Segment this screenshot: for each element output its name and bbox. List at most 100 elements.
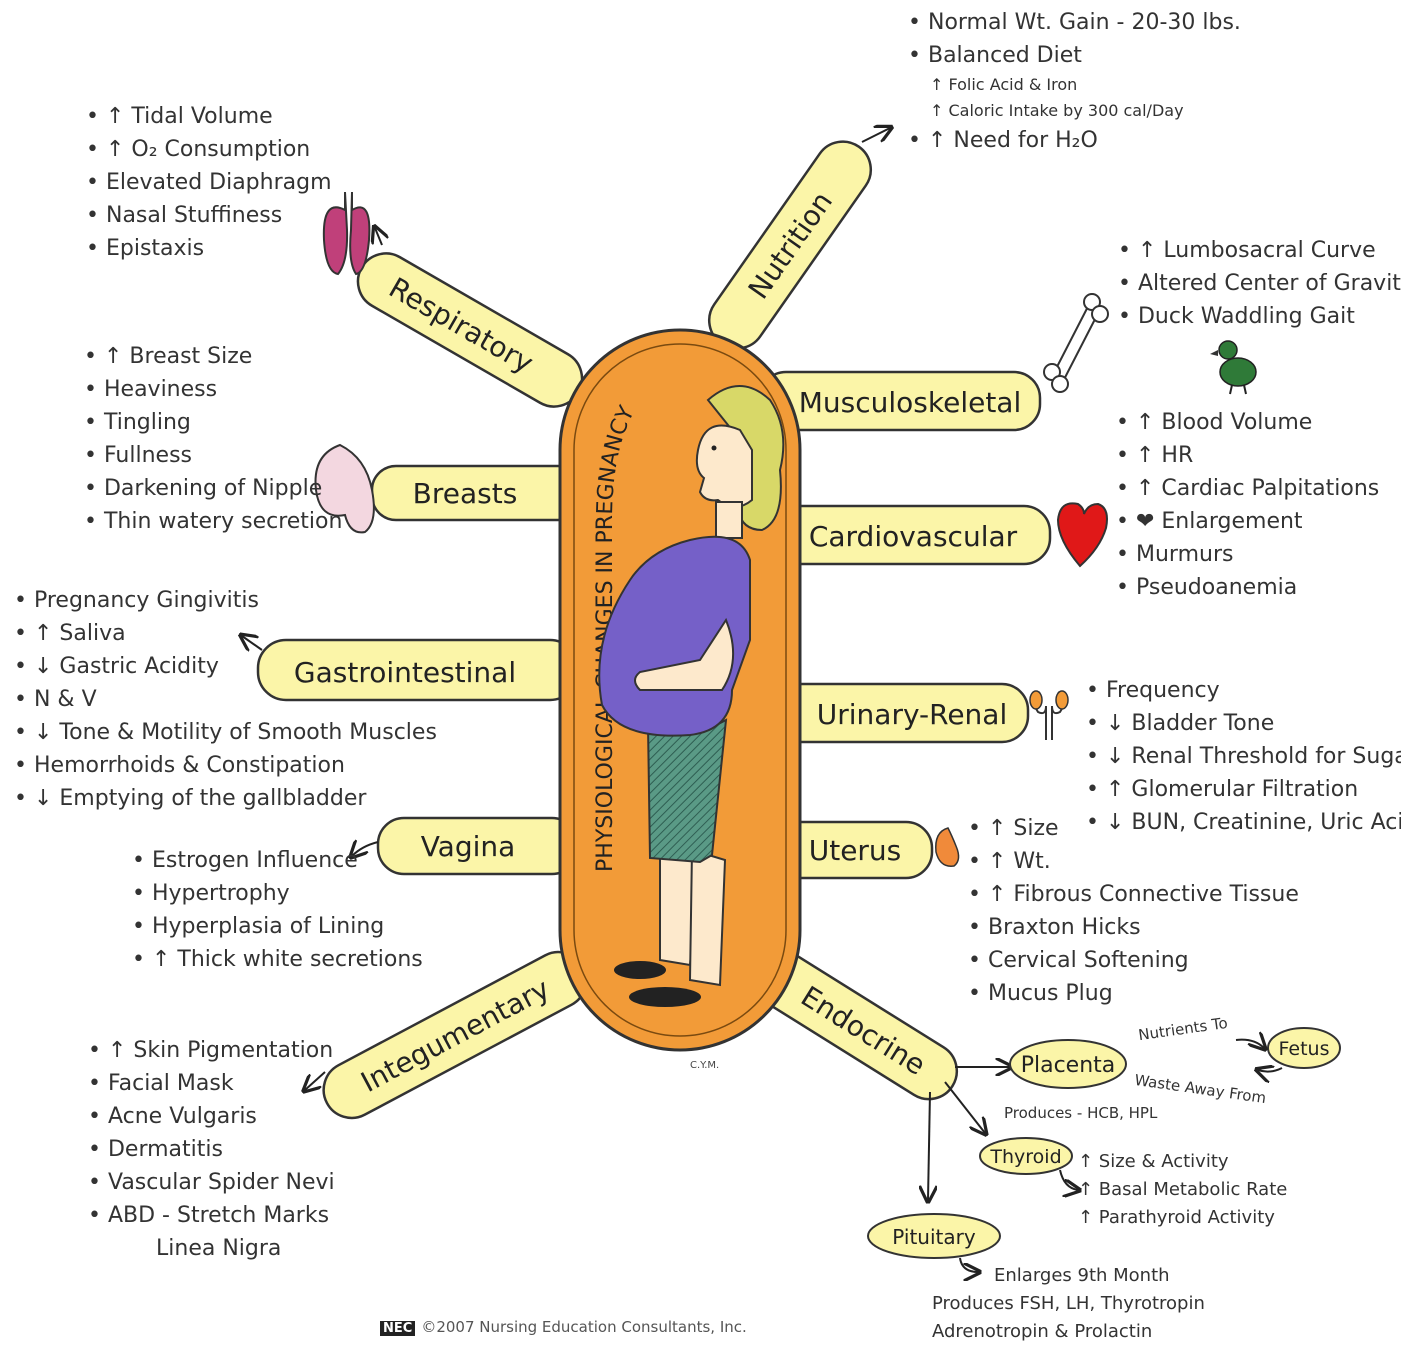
list-item: Murmurs xyxy=(1116,538,1379,571)
fetus-label: Fetus xyxy=(1279,1038,1330,1060)
list-item: Cervical Softening xyxy=(968,944,1299,977)
heart-icon xyxy=(1058,503,1107,566)
list-item: Duck Waddling Gait xyxy=(1118,300,1401,333)
list-item: Pseudoanemia xyxy=(1116,571,1379,604)
spoke-label-musculoskeletal: Musculoskeletal xyxy=(799,386,1022,419)
pituitary-note: Enlarges 9th Month xyxy=(932,1262,1205,1290)
list-item: ❤ Enlargement xyxy=(1116,505,1379,538)
list-gastrointestinal: Pregnancy Gingivitis ↑ Saliva ↓ Gastric … xyxy=(14,584,437,815)
spoke-breasts: Breasts xyxy=(372,466,582,520)
spoke-label-urinary-renal: Urinary-Renal xyxy=(817,698,1008,731)
list-item: Balanced Diet xyxy=(908,39,1241,72)
list-item: Darkening of Nipple xyxy=(84,472,342,505)
spoke-label-integumentary: Integumentary xyxy=(356,972,555,1099)
list-item: Tingling xyxy=(84,406,342,439)
list-item: ↑ Blood Volume xyxy=(1116,406,1379,439)
list-integumentary: ↑ Skin Pigmentation Facial Mask Acne Vul… xyxy=(88,1034,335,1265)
list-item: Mucus Plug xyxy=(968,977,1299,1010)
list-item: Braxton Hicks xyxy=(968,911,1299,944)
pituitary-notes: Enlarges 9th Month Produces FSH, LH, Thy… xyxy=(932,1262,1205,1346)
copyright-line: NEC ©2007 Nursing Education Consultants, … xyxy=(380,1318,747,1336)
spoke-respiratory: Respiratory xyxy=(348,228,593,417)
thyroid-note: ↑ Size & Activity xyxy=(1078,1148,1287,1176)
spoke-label-cardiovascular: Cardiovascular xyxy=(809,520,1018,553)
list-item: ↓ Emptying of the gallbladder xyxy=(14,782,437,815)
list-item: Hemorrhoids & Constipation xyxy=(14,749,437,782)
list-item: Dermatitis xyxy=(88,1133,335,1166)
list-item: ↑ Thick white secretions xyxy=(132,943,423,976)
spoke-label-breasts: Breasts xyxy=(413,477,518,510)
list-item: ↑ Tidal Volume xyxy=(86,100,332,133)
thyroid-note: ↑ Parathyroid Activity xyxy=(1078,1204,1287,1232)
list-item: Fullness xyxy=(84,439,342,472)
pituitary-note: Produces FSH, LH, Thyrotropin xyxy=(932,1290,1205,1318)
list-item: Epistaxis xyxy=(86,232,332,265)
list-item: ↑ Skin Pigmentation xyxy=(88,1034,335,1067)
thyroid-label: Thyroid xyxy=(989,1146,1061,1168)
thyroid-notes: ↑ Size & Activity ↑ Basal Metabolic Rate… xyxy=(1078,1148,1287,1232)
bone-icon xyxy=(1044,294,1108,392)
list-item: ↓ Bladder Tone xyxy=(1086,707,1401,740)
kidneys-icon xyxy=(1030,691,1068,740)
spoke-musculoskeletal: Musculoskeletal xyxy=(760,372,1040,430)
nec-logo: NEC xyxy=(380,1321,415,1336)
uterus-icon xyxy=(936,828,959,866)
list-respiratory: ↑ Tidal Volume ↑ O₂ Consumption Elevated… xyxy=(86,100,332,265)
spoke-urinary-renal: Urinary-Renal xyxy=(770,684,1028,742)
placenta-label: Placenta xyxy=(1021,1053,1116,1078)
list-item: ↑ HR xyxy=(1116,439,1379,472)
duck-icon xyxy=(1210,341,1256,394)
list-item: Elevated Diaphragm xyxy=(86,166,332,199)
list-item: ↑ Cardiac Palpitations xyxy=(1116,472,1379,505)
list-item: Normal Wt. Gain - 20-30 lbs. xyxy=(908,6,1241,39)
list-item: Nasal Stuffiness xyxy=(86,199,332,232)
list-item: ↑ Need for H₂O xyxy=(908,124,1241,157)
list-item: Heaviness xyxy=(84,373,342,406)
list-item: ↓ Renal Threshold for Sugar xyxy=(1086,740,1401,773)
placenta-node: Placenta xyxy=(1010,1040,1126,1088)
list-musculoskeletal: ↑ Lumbosacral Curve Altered Center of Gr… xyxy=(1118,234,1401,333)
list-item: ↓ Gastric Acidity xyxy=(14,650,437,683)
list-item: Facial Mask xyxy=(88,1067,335,1100)
list-item: Altered Center of Gravity xyxy=(1118,267,1401,300)
list-item: Acne Vulgaris xyxy=(88,1100,335,1133)
list-item: Estrogen Influence xyxy=(132,844,423,877)
pituitary-label: Pituitary xyxy=(892,1225,976,1249)
list-item: Frequency xyxy=(1086,674,1401,707)
list-nutrition: Normal Wt. Gain - 20-30 lbs. Balanced Di… xyxy=(908,6,1241,157)
list-item: Hyperplasia of Lining xyxy=(132,910,423,943)
list-item-continued: Linea Nigra xyxy=(88,1232,335,1265)
list-subitem: ↑ Folic Acid & Iron xyxy=(908,72,1241,98)
list-item: Thin watery secretion xyxy=(84,505,342,538)
list-item: ↑ Saliva xyxy=(14,617,437,650)
produces-note: Produces - HCB, HPL xyxy=(1004,1104,1157,1122)
list-item: ↑ Size xyxy=(968,812,1299,845)
pituitary-node: Pituitary xyxy=(868,1214,1000,1258)
thyroid-note: ↑ Basal Metabolic Rate xyxy=(1078,1176,1287,1204)
list-cardiovascular: ↑ Blood Volume ↑ HR ↑ Cardiac Palpitatio… xyxy=(1116,406,1379,604)
list-item: Hypertrophy xyxy=(132,877,423,910)
list-item: ↑ Fibrous Connective Tissue xyxy=(968,878,1299,911)
fetus-node: Fetus xyxy=(1268,1028,1340,1068)
spoke-nutrition: Nutrition xyxy=(698,128,890,359)
artist-signature: C.Y.M. xyxy=(690,1060,719,1071)
list-breasts: ↑ Breast Size Heaviness Tingling Fullnes… xyxy=(84,340,342,538)
list-uterus: ↑ Size ↑ Wt. ↑ Fibrous Connective Tissue… xyxy=(968,812,1299,1010)
list-item: ABD - Stretch Marks xyxy=(88,1199,335,1232)
thyroid-node: Thyroid xyxy=(980,1138,1072,1174)
spoke-label-uterus: Uterus xyxy=(809,834,902,867)
spoke-cardiovascular: Cardiovascular xyxy=(770,506,1050,564)
list-item: ↑ Glomerular Filtration xyxy=(1086,773,1401,806)
copyright-text: ©2007 Nursing Education Consultants, Inc… xyxy=(421,1318,746,1336)
list-subitem: ↑ Caloric Intake by 300 cal/Day xyxy=(908,98,1241,124)
spoke-label-vagina: Vagina xyxy=(421,830,516,863)
list-item: ↓ Tone & Motility of Smooth Muscles xyxy=(14,716,437,749)
list-vagina: Estrogen Influence Hypertrophy Hyperplas… xyxy=(132,844,423,976)
list-item: ↑ Breast Size xyxy=(84,340,342,373)
list-item: Vascular Spider Nevi xyxy=(88,1166,335,1199)
list-item: ↑ Wt. xyxy=(968,845,1299,878)
list-item: N & V xyxy=(14,683,437,716)
list-item: Pregnancy Gingivitis xyxy=(14,584,437,617)
list-item: ↑ Lumbosacral Curve xyxy=(1118,234,1401,267)
list-item: ↑ O₂ Consumption xyxy=(86,133,332,166)
